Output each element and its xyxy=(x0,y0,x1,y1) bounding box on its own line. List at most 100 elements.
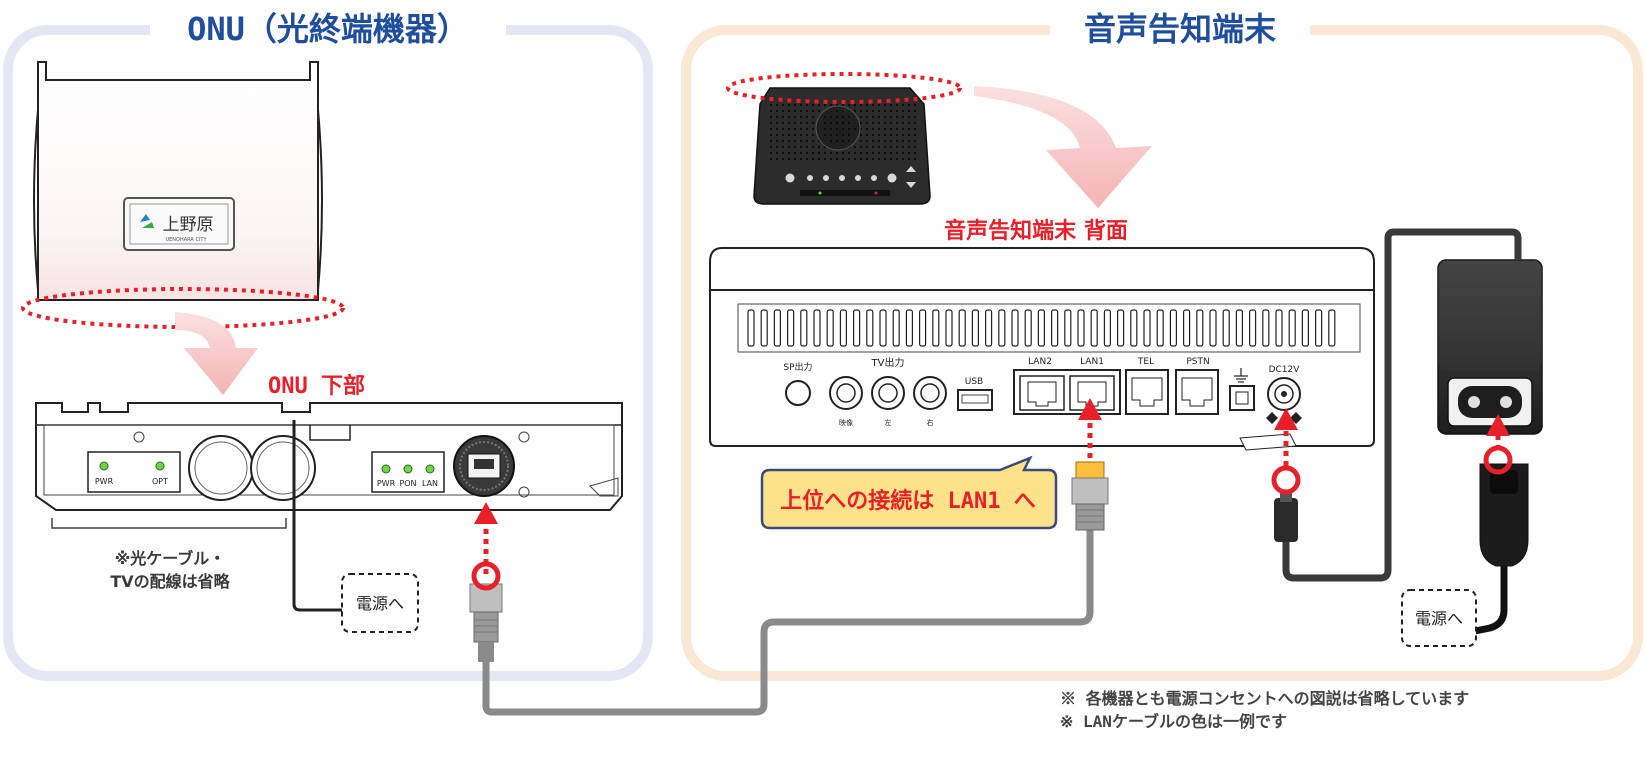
onu-bottom-view: PWR OPT PWR PON LAN xyxy=(35,402,623,511)
vent-slot xyxy=(971,309,980,347)
lan1-callout-text: 上位への接続は LAN1 へ xyxy=(780,488,1035,514)
vent-slot xyxy=(839,309,848,347)
port-usb xyxy=(957,389,993,411)
onu-led-opt xyxy=(155,461,165,471)
vent-slot xyxy=(1275,309,1283,347)
vent-slot xyxy=(852,309,861,347)
port-label-tel: TEL xyxy=(1137,357,1154,367)
vent-slot xyxy=(1248,309,1257,347)
port-lan2 xyxy=(1019,375,1065,411)
lan-connector-terminal xyxy=(1071,461,1109,531)
port-pstn xyxy=(1175,369,1219,415)
ac-power-plug xyxy=(1469,463,1529,636)
vent-slot xyxy=(1182,309,1191,347)
onu-top-view: 上野原 UENOHARA CITY xyxy=(33,61,323,301)
onu-round-port-1 xyxy=(188,435,254,501)
vent-slot xyxy=(1209,309,1217,347)
vent-slot xyxy=(1288,309,1296,347)
vent-slot xyxy=(1077,309,1085,347)
onu-led-label-opt: OPT xyxy=(152,477,168,486)
onu-omitted-note-line2: TVの配線は省略 xyxy=(110,572,230,591)
vent-slot xyxy=(1103,309,1112,347)
lan-cable xyxy=(482,528,1094,716)
onu-power-cable xyxy=(292,420,344,612)
vent-slot xyxy=(958,309,966,347)
vent-slot xyxy=(1090,309,1098,347)
vent-slot xyxy=(1314,309,1323,347)
vent-slot xyxy=(984,309,993,347)
vent-slot xyxy=(918,309,927,347)
onu-led-pon xyxy=(403,464,413,474)
vent-slot xyxy=(1037,309,1046,347)
port-label-tv-3: 右 xyxy=(927,418,934,427)
adapter-dc-cable xyxy=(1282,228,1522,582)
port-label-tv: TV出力 xyxy=(871,356,905,369)
vent-slot xyxy=(998,309,1006,347)
note-1: ※ 各機器とも電源コンセントへの図説は省略しています xyxy=(1060,689,1469,708)
terminal-front-view xyxy=(753,87,931,205)
port-sp-out xyxy=(785,380,811,406)
onu-logo-text: 上野原 xyxy=(163,215,214,235)
dc-insert-arrow xyxy=(1271,408,1301,495)
onu-led-label-lan: LAN xyxy=(422,479,438,488)
vent-slot xyxy=(1235,309,1244,347)
vent-slot xyxy=(1050,309,1059,347)
port-label-dc: DC12V xyxy=(1269,365,1301,375)
onu-logo-subtext: UENOHARA CITY xyxy=(165,237,207,243)
terminal-power-label-box xyxy=(1401,589,1477,647)
vent-slot xyxy=(1130,309,1138,347)
onu-led-label-pon: PON xyxy=(399,479,416,488)
vent-slot xyxy=(813,309,821,347)
terminal-pink-arrow xyxy=(974,86,1152,208)
onu-led-lan xyxy=(425,464,435,474)
ac-cord xyxy=(1469,566,1508,636)
vent-slot xyxy=(1156,309,1164,347)
terminal-back-view: SP出力 TV出力 映像 左 右 USB LAN2 LAN1 xyxy=(709,247,1375,451)
onu-omitted-note-line1: ※光ケーブル・ xyxy=(115,549,226,568)
onu-led-pwr xyxy=(99,461,109,471)
onu-power-label-box xyxy=(341,573,419,633)
vent-slot xyxy=(826,309,834,347)
dc-plug xyxy=(1274,492,1298,542)
vent-slot xyxy=(786,309,795,347)
lan1-callout: 上位への接続は LAN1 へ xyxy=(760,455,1058,530)
vent-slot xyxy=(1011,309,1019,347)
port-tv-out xyxy=(829,376,947,410)
onu-panel: ONU（光終端機器） 上野原 UENOHARA CITY ONU 下部 xyxy=(3,8,653,681)
onu-led-label-pwr-2: PWR xyxy=(377,479,396,488)
vent-slot xyxy=(932,309,940,347)
vent-slot xyxy=(879,309,887,347)
onu-power-label: 電源へ xyxy=(356,594,404,613)
lan1-insert-arrow xyxy=(1078,398,1102,458)
vent-slot xyxy=(1169,309,1178,347)
vent-slot xyxy=(1328,309,1336,347)
onu-bottom-label: ONU 下部 xyxy=(268,373,365,399)
vent-slot xyxy=(1143,309,1151,347)
terminal-panel: 音声告知端末 音声告知端末 背面 xyxy=(681,8,1643,681)
port-label-tv-2: 左 xyxy=(885,418,892,427)
onu-pink-arrow xyxy=(175,312,258,395)
port-label-lan1: LAN1 xyxy=(1080,357,1104,367)
onu-round-port-2 xyxy=(250,435,316,501)
vent-slot xyxy=(866,309,874,347)
vent-slot xyxy=(1222,309,1230,347)
terminal-panel-title: 音声告知端末 xyxy=(1084,10,1276,48)
onu-omitted-bracket xyxy=(51,518,287,529)
vent-slot xyxy=(1262,309,1270,347)
vent-slot xyxy=(905,309,914,347)
port-label-pstn: PSTN xyxy=(1186,357,1209,367)
port-tel xyxy=(1125,369,1169,415)
vent-slot xyxy=(945,309,953,347)
port-label-tv-1: 映像 xyxy=(839,418,853,427)
onu-logo: 上野原 UENOHARA CITY xyxy=(123,197,235,251)
port-ground xyxy=(1229,385,1255,411)
onu-led-label-pwr: PWR xyxy=(95,477,114,486)
vent-slot xyxy=(1196,309,1204,347)
terminal-top-highlight xyxy=(726,72,962,104)
port-label-sp: SP出力 xyxy=(783,361,812,373)
vent-slot xyxy=(892,309,900,347)
onu-lan-insert-arrow xyxy=(471,502,501,591)
onu-led-pwr-2 xyxy=(381,464,391,474)
vent-slot xyxy=(1301,309,1310,347)
